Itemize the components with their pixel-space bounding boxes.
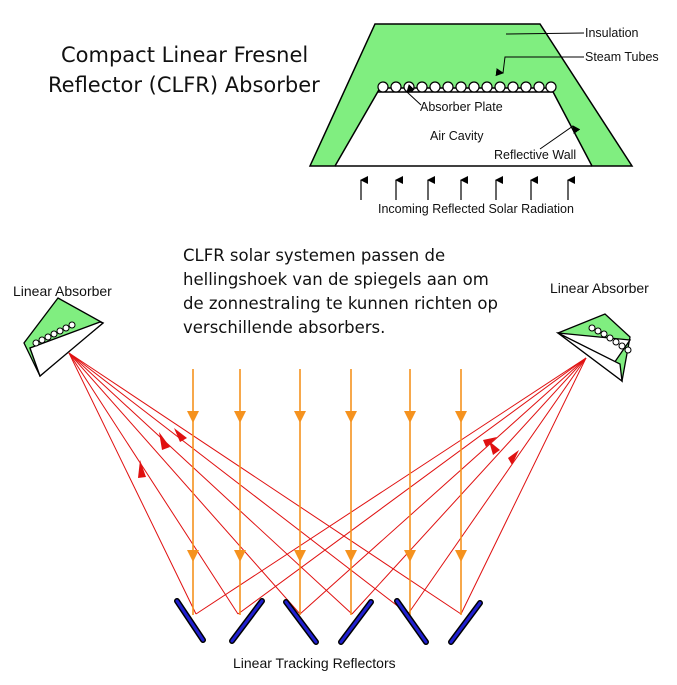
reflector-mirror bbox=[283, 599, 319, 645]
air-cavity-label: Air Cavity bbox=[430, 129, 484, 143]
reflector-mirror bbox=[448, 600, 483, 645]
incoming-radiation-arrows bbox=[360, 176, 575, 200]
insulation-label: Insulation bbox=[585, 26, 639, 40]
description-line-3: de zonnestraling te kunnen richten op bbox=[183, 294, 498, 313]
sun-rays bbox=[192, 369, 462, 615]
description-line-1: CLFR solar systemen passen de bbox=[183, 246, 446, 265]
left-linear-absorber bbox=[23, 297, 105, 378]
sun-ray-arrowheads bbox=[187, 411, 467, 562]
reflectors-label: Linear Tracking Reflectors bbox=[233, 655, 396, 671]
reflector-mirror bbox=[174, 598, 206, 643]
steam-tubes bbox=[377, 81, 557, 93]
reflector-mirror bbox=[394, 598, 429, 645]
right-linear-absorber bbox=[555, 313, 632, 383]
description-line-4: verschillende absorbers. bbox=[183, 318, 386, 337]
linear-tracking-reflectors bbox=[174, 598, 483, 645]
left-absorber-label: Linear Absorber bbox=[13, 283, 112, 299]
steam-tubes-label: Steam Tubes bbox=[585, 50, 659, 64]
absorber-cross-section: Insulation Steam Tubes Absorber Plate Ai… bbox=[308, 23, 659, 216]
title-line-2: Reflector (CLFR) Absorber bbox=[48, 73, 320, 97]
reflected-rays bbox=[68, 352, 587, 615]
reflector-mirror bbox=[229, 598, 265, 644]
reflector-mirror bbox=[338, 599, 374, 645]
title-line-1: Compact Linear Fresnel bbox=[61, 43, 309, 67]
incoming-radiation-label: Incoming Reflected Solar Radiation bbox=[378, 202, 574, 216]
right-absorber-label: Linear Absorber bbox=[550, 280, 649, 296]
reflective-wall-label: Reflective Wall bbox=[494, 148, 576, 162]
insulation-body bbox=[308, 23, 634, 167]
description-line-2: hellingshoek van de spiegels aan om bbox=[183, 270, 489, 289]
leader-lines bbox=[406, 32, 585, 150]
absorber-plate-label: Absorber Plate bbox=[420, 100, 503, 114]
reflected-ray-arrowheads bbox=[138, 428, 519, 478]
